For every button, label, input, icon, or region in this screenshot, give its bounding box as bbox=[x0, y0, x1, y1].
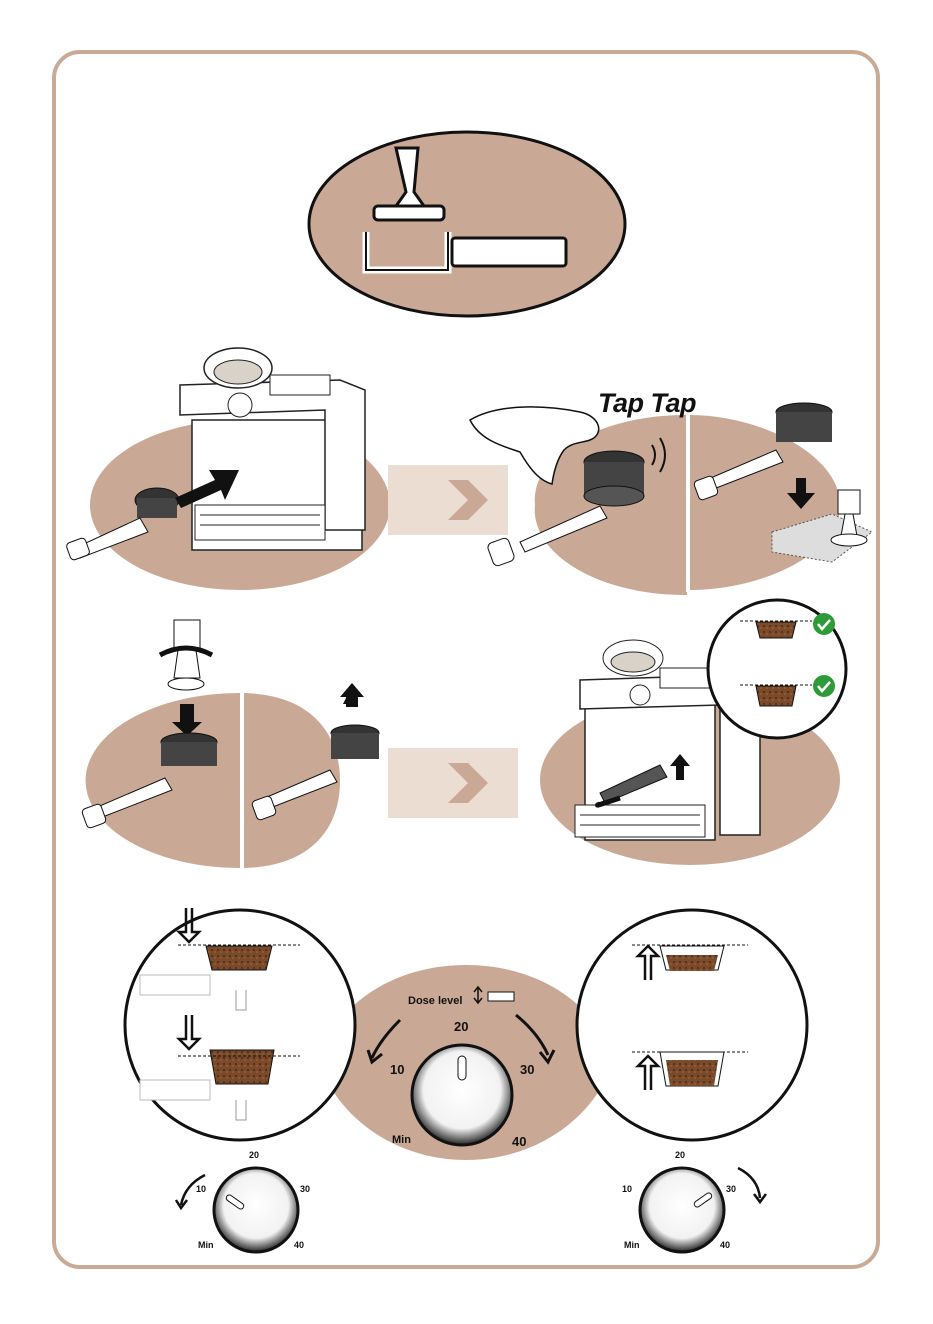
small-dial-left-icon bbox=[176, 1168, 298, 1252]
dose-tick-min: Min bbox=[392, 1134, 411, 1146]
dose-level-label: Dose level bbox=[408, 995, 462, 1007]
dose-tick-10: 10 bbox=[390, 1062, 404, 1077]
step-tamp bbox=[81, 620, 379, 868]
dose-tick-20: 20 bbox=[454, 1019, 468, 1034]
small-left-tick-40: 40 bbox=[294, 1240, 304, 1250]
small-right-tick-40: 40 bbox=[720, 1240, 730, 1250]
check-icon bbox=[813, 675, 835, 697]
tamper-icon bbox=[168, 620, 204, 690]
dose-tick-40: 40 bbox=[512, 1134, 526, 1149]
small-dial-right-icon bbox=[640, 1168, 766, 1252]
flow-arrow-1 bbox=[388, 465, 508, 535]
small-right-tick-min: Min bbox=[624, 1240, 640, 1250]
small-right-tick-10: 10 bbox=[622, 1184, 632, 1194]
step-remove-portafilter bbox=[66, 348, 390, 590]
flow-arrow-2 bbox=[388, 748, 518, 818]
small-left-tick-10: 10 bbox=[196, 1184, 206, 1194]
dose-low-circle bbox=[125, 908, 355, 1140]
tamper-portafilter-icon bbox=[309, 132, 625, 316]
small-left-tick-30: 30 bbox=[300, 1184, 310, 1194]
tap-tap-label: Tap Tap bbox=[598, 388, 696, 419]
dose-dial-icon bbox=[318, 965, 614, 1160]
step-tamper-prep bbox=[690, 403, 872, 590]
dose-high-circle bbox=[577, 910, 807, 1140]
small-right-tick-30: 30 bbox=[726, 1184, 736, 1194]
small-left-tick-20: 20 bbox=[249, 1150, 259, 1160]
fill-level-check bbox=[708, 600, 846, 738]
check-icon bbox=[813, 613, 835, 635]
small-right-tick-20: 20 bbox=[675, 1150, 685, 1160]
small-left-tick-min: Min bbox=[198, 1240, 214, 1250]
dose-tick-30: 30 bbox=[520, 1062, 534, 1077]
